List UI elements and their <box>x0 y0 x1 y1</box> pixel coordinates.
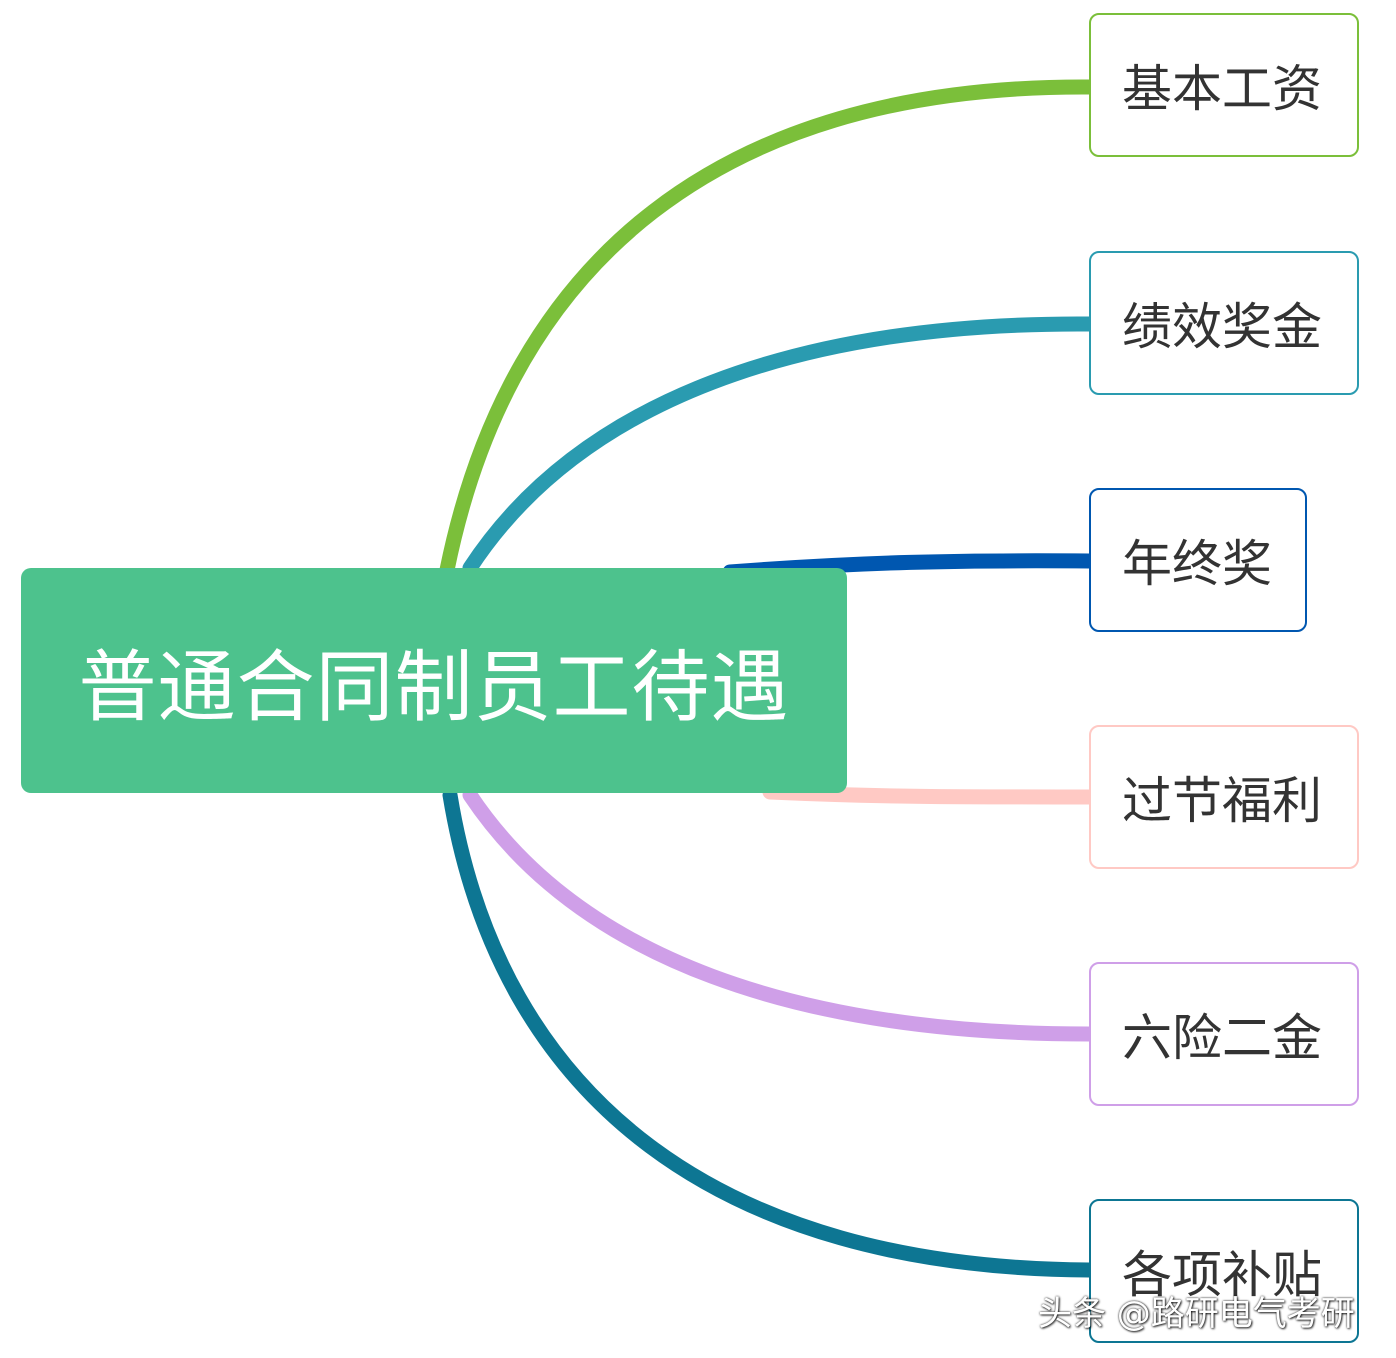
connector-social-insurance <box>462 787 1097 1042</box>
branch-label: 六险二金 <box>1122 1009 1322 1067</box>
branch-node-allowances[interactable]: 各项补贴 <box>1089 1199 1359 1343</box>
root-label: 普通合同制员工待遇 <box>78 642 790 733</box>
branch-node-holiday-benefits[interactable]: 过节福利 <box>1089 725 1359 869</box>
branch-label: 各项补贴 <box>1122 1246 1322 1304</box>
connector-holiday-benefits <box>762 784 1097 805</box>
branch-label: 基本工资 <box>1122 60 1322 118</box>
branch-label: 绩效奖金 <box>1122 298 1322 356</box>
connector-performance-bonus <box>462 316 1097 576</box>
root-node[interactable]: 普通合同制员工待遇 <box>21 568 847 793</box>
connector-basic-salary <box>439 79 1097 578</box>
watermark: 头条 @路研电气考研 <box>1038 1294 1355 1334</box>
branch-label: 过节福利 <box>1122 772 1322 830</box>
branch-node-performance-bonus[interactable]: 绩效奖金 <box>1089 251 1359 395</box>
branch-node-basic-salary[interactable]: 基本工资 <box>1089 13 1359 157</box>
connector-allowances <box>442 787 1097 1278</box>
branch-label: 年终奖 <box>1122 535 1272 593</box>
branch-node-social-insurance[interactable]: 六险二金 <box>1089 962 1359 1106</box>
branch-node-year-end-bonus[interactable]: 年终奖 <box>1089 488 1307 632</box>
